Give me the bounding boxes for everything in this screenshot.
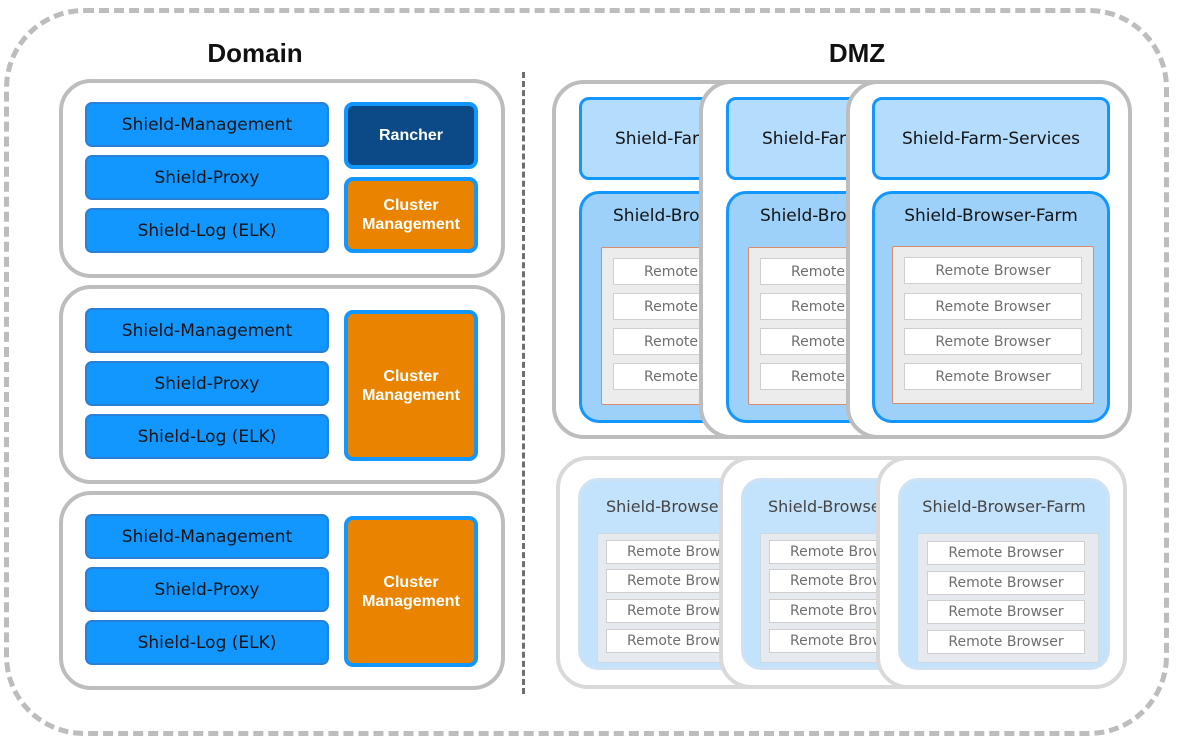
dmz-browser-group-3: Shield-Browser-Farm Remote Browser Remot… [876,456,1127,689]
dmz-title: DMZ [828,38,886,68]
shield-management-box[interactable]: Shield-Management [85,308,329,353]
domain-group-2: Shield-Management Shield-Proxy Shield-Lo… [59,285,505,484]
remote-browser-item[interactable]: Remote Browser [904,328,1082,355]
shield-proxy-box[interactable]: Shield-Proxy [85,567,329,612]
shield-proxy-box[interactable]: Shield-Proxy [85,361,329,406]
browser-farm-title: Shield-Browser-Farm [922,497,1086,516]
remote-browser-item[interactable]: Remote Browser [927,630,1085,654]
browser-farm-title: Shield-Browser-Farm [904,206,1078,226]
shield-log-box[interactable]: Shield-Log (ELK) [85,414,329,459]
cluster-label-line2: Management [362,592,460,610]
shield-proxy-box[interactable]: Shield-Proxy [85,155,329,200]
remote-browser-item[interactable]: Remote Browser [927,571,1085,595]
remote-browser-item[interactable]: Remote Browser [927,600,1085,624]
domain-group-3: Shield-Management Shield-Proxy Shield-Lo… [59,491,505,690]
cluster-label-line1: Cluster [383,573,439,591]
cluster-label-line2: Management [362,386,460,404]
shield-management-box[interactable]: Shield-Management [85,102,329,147]
shield-browser-farm-box[interactable]: Shield-Browser-Farm Remote Browser Remot… [872,191,1110,423]
remote-browser-item[interactable]: Remote Browser [927,541,1085,565]
shield-log-box[interactable]: Shield-Log (ELK) [85,208,329,253]
domain-title: Domain [207,38,303,68]
remote-browser-pool: Remote Browser Remote Browser Remote Bro… [917,533,1099,663]
cluster-label-line1: Cluster [383,367,439,385]
shield-log-box[interactable]: Shield-Log (ELK) [85,620,329,665]
cluster-label-line2: Management [362,216,460,233]
cluster-label-line1: Cluster [383,197,439,214]
remote-browser-item[interactable]: Remote Browser [904,257,1082,284]
shield-browser-farm-box[interactable]: Shield-Browser-Farm Remote Browser Remot… [898,478,1110,670]
remote-browser-item[interactable]: Remote Browser [904,363,1082,390]
outer-boundary [4,8,1169,736]
remote-browser-item[interactable]: Remote Browser [904,293,1082,320]
remote-browser-pool: Remote Browser Remote Browser Remote Bro… [892,246,1094,404]
zone-divider [522,72,525,694]
shield-management-box[interactable]: Shield-Management [85,514,329,559]
dmz-farm-group-3: Shield-Farm-Services Shield-Browser-Farm… [846,80,1132,439]
rancher-box[interactable]: Rancher [344,102,478,169]
shield-farm-services-box[interactable]: Shield-Farm-Services [872,97,1110,180]
domain-group-1: Shield-Management Shield-Proxy Shield-Lo… [59,79,505,278]
